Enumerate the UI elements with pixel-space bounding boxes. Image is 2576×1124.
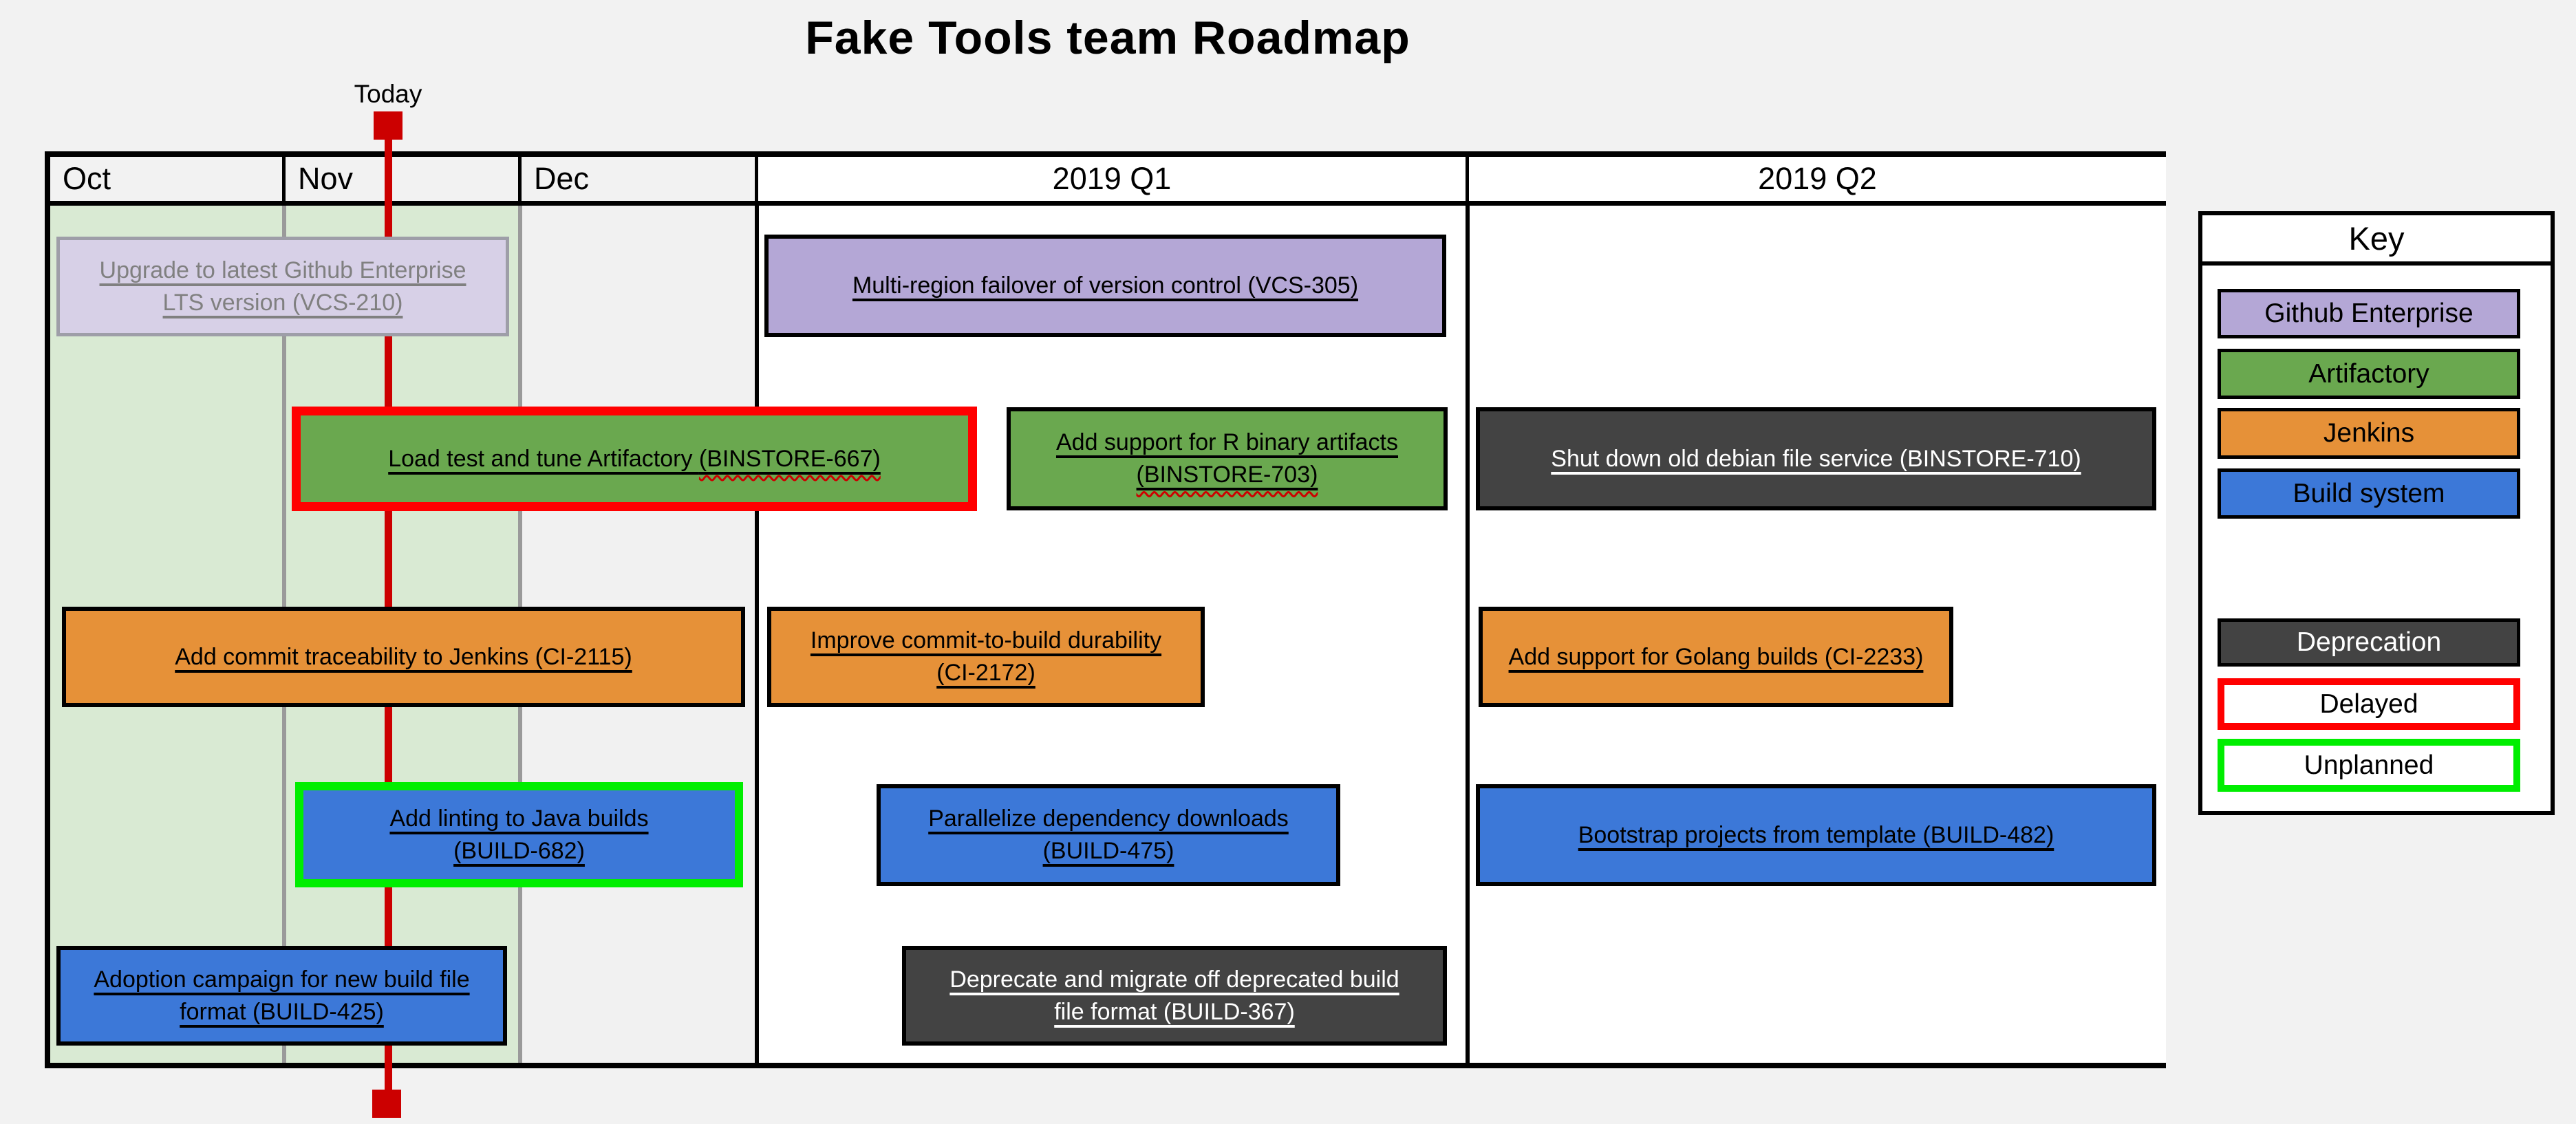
task-label-line: (BUILD-475) xyxy=(1043,835,1174,867)
task-label-line: Bootstrap projects from template (BUILD-… xyxy=(1578,819,2054,852)
task-link[interactable]: (CI-2172) xyxy=(936,660,1035,686)
timeline-header-row: Oct Nov Dec 2019 Q1 2019 Q2 xyxy=(50,157,2166,1063)
task-link[interactable]: Multi-region failover of version control… xyxy=(852,272,1359,299)
task-link[interactable]: (BUILD-475) xyxy=(1042,838,1174,864)
task-label-line: Improve commit-to-build durability xyxy=(811,625,1161,657)
key-item-unplanned: Unplanned xyxy=(2218,739,2520,792)
task-label-line: Parallelize dependency downloads xyxy=(928,803,1289,835)
legend-title: Key xyxy=(2202,215,2551,266)
key-item-delayed: Delayed xyxy=(2218,678,2520,730)
page-title: Fake Tools team Roadmap xyxy=(805,12,1410,64)
task-bar-binstore-667: Load test and tune Artifactory (BINSTORE… xyxy=(292,407,977,511)
key-item-github-enterprise: Github Enterprise xyxy=(2218,289,2520,338)
key-item-label: Jenkins xyxy=(2323,418,2415,448)
task-bar-ci-2115: Add commit traceability to Jenkins (CI-2… xyxy=(62,607,745,707)
key-item-label: Build system xyxy=(2293,478,2445,508)
task-link[interactable]: file format (BUILD-367) xyxy=(1054,998,1295,1025)
task-link[interactable]: Add support for Golang builds (CI-2233) xyxy=(1508,643,1924,670)
today-marker-top xyxy=(374,111,402,140)
task-link[interactable]: Parallelize dependency downloads xyxy=(928,806,1289,832)
task-link[interactable]: LTS version (VCS-210) xyxy=(162,289,403,316)
today-line-top-segment xyxy=(385,136,392,161)
task-label-line: Load test and tune Artifactory (BINSTORE… xyxy=(388,443,881,475)
key-item-label: Unplanned xyxy=(2304,750,2434,780)
task-link[interactable]: (BINSTORE-703) xyxy=(1137,462,1318,488)
task-link[interactable]: Improve commit-to-build durability xyxy=(810,627,1162,653)
task-label-line: Add linting to Java builds xyxy=(389,803,648,835)
task-bar-binstore-703: Add support for R binary artifacts (BINST… xyxy=(1007,407,1448,510)
task-link[interactable]: Shut down old debian file service (BINST… xyxy=(1551,445,2081,472)
task-link[interactable]: Adoption campaign for new build file xyxy=(94,966,470,993)
today-label: Today xyxy=(354,80,422,108)
column-header-nov: Nov xyxy=(282,157,518,206)
column-header-q1: 2019 Q1 xyxy=(755,157,1466,206)
task-label-line: (CI-2172) xyxy=(936,657,1035,689)
key-item-label: Delayed xyxy=(2319,689,2418,719)
column-label: 2019 Q1 xyxy=(1052,161,1172,196)
key-item-label: Github Enterprise xyxy=(2264,299,2473,328)
column-label: Nov xyxy=(298,161,354,196)
task-link[interactable]: Add support for R binary artifacts xyxy=(1055,429,1398,455)
task-label-line: LTS version (VCS-210) xyxy=(163,287,403,319)
spellcheck-squiggle: (BINSTORE-667) xyxy=(698,445,881,472)
task-bar-ci-2233: Add support for Golang builds (CI-2233) xyxy=(1479,607,1953,707)
column-label: 2019 Q2 xyxy=(1758,161,1877,196)
task-bar-build-482: Bootstrap projects from template (BUILD-… xyxy=(1476,784,2156,886)
key-item-jenkins: Jenkins xyxy=(2218,408,2520,459)
task-label-line: Multi-region failover of version control… xyxy=(852,270,1358,302)
column-header-dec: Dec xyxy=(518,157,755,206)
key-item-label: Deprecation xyxy=(2296,627,2442,657)
timeline-chart: Oct Nov Dec 2019 Q1 2019 Q2 Upgrade to lates… xyxy=(45,151,2166,1068)
task-label-line: Adoption campaign for new build file xyxy=(94,964,469,996)
task-bar-build-682: Add linting to Java builds (BUILD-682) xyxy=(295,782,743,887)
task-label-line: (BINSTORE-703) xyxy=(1137,459,1318,491)
task-link[interactable]: Add linting to Java builds xyxy=(389,805,649,832)
column-header-oct: Oct xyxy=(50,157,282,206)
task-link[interactable]: Upgrade to latest Github Enterprise xyxy=(99,257,466,283)
task-label-line: format (BUILD-425) xyxy=(180,996,384,1028)
task-label-line: file format (BUILD-367) xyxy=(1054,996,1295,1028)
spellcheck-squiggle: (BINSTORE-703) xyxy=(1136,462,1318,488)
task-link[interactable]: Add commit traceability to Jenkins (CI-2… xyxy=(175,643,632,670)
column-header-q2: 2019 Q2 xyxy=(1466,157,2166,206)
task-label-line: Add support for R binary artifacts xyxy=(1056,426,1398,459)
key-item-label: Artifactory xyxy=(2308,358,2429,389)
task-link[interactable]: format (BUILD-425) xyxy=(180,998,384,1025)
task-label-line: Upgrade to latest Github Enterprise xyxy=(100,255,466,287)
task-bar-build-475: Parallelize dependency downloads (BUILD-4… xyxy=(877,784,1340,886)
task-bar-binstore-710: Shut down old debian file service (BINST… xyxy=(1476,407,2156,510)
column-label: Oct xyxy=(63,161,111,196)
task-link[interactable]: (BUILD-682) xyxy=(453,837,585,864)
task-label-line: Add support for Golang builds (CI-2233) xyxy=(1509,641,1924,673)
key-item-build-system: Build system xyxy=(2218,468,2520,519)
task-link[interactable]: Deprecate and migrate off deprecated bui… xyxy=(949,966,1399,993)
task-label-line: Add commit traceability to Jenkins (CI-2… xyxy=(175,641,632,673)
key-item-deprecation: Deprecation xyxy=(2218,618,2520,667)
task-bar-build-367: Deprecate and migrate off deprecated bui… xyxy=(902,946,1447,1046)
task-label-line: (BUILD-682) xyxy=(453,835,585,867)
task-bar-build-425: Adoption campaign for new build file form… xyxy=(56,946,507,1046)
key-item-artifactory: Artifactory xyxy=(2218,349,2520,399)
task-link[interactable]: Load test and tune Artifactory (BINSTORE… xyxy=(388,445,881,472)
today-marker-bottom xyxy=(372,1090,401,1118)
task-link[interactable]: Bootstrap projects from template (BUILD-… xyxy=(1578,821,2054,848)
task-bar-ci-2172: Improve commit-to-build durability (CI-21… xyxy=(767,607,1205,707)
task-label-line: Shut down old debian file service (BINST… xyxy=(1551,443,2081,475)
task-bar-vcs-305: Multi-region failover of version control… xyxy=(764,235,1446,337)
column-label: Dec xyxy=(534,161,590,196)
task-label-line: Deprecate and migrate off deprecated bui… xyxy=(949,964,1399,996)
today-line-bottom-segment xyxy=(385,1059,392,1094)
